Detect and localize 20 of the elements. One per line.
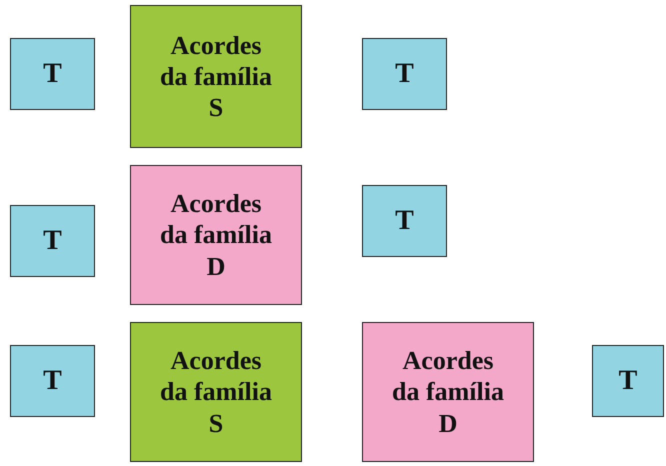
tonic-box [362, 185, 447, 257]
chord-family-box [130, 322, 302, 462]
chord-family-box [362, 322, 534, 462]
box-label: Acordes da família S [159, 345, 273, 439]
chord-symbol: T [43, 364, 62, 398]
box-label: Acordes da família S [159, 30, 273, 124]
chord-symbol: T [618, 364, 638, 398]
chord-symbol: T [395, 204, 414, 238]
tonic-box [10, 205, 95, 277]
tonic-box [592, 345, 664, 417]
tonic-box [10, 345, 95, 417]
chord-family-box [130, 5, 302, 148]
chord-symbol: T [395, 57, 414, 91]
chord-symbol: T [43, 224, 62, 258]
box-label: Acordes da família D [159, 188, 273, 282]
chord-family-box [130, 165, 302, 305]
chord-symbol: T [43, 57, 62, 91]
tonic-box [10, 38, 95, 110]
tonic-box [362, 38, 447, 110]
box-label: Acordes da família D [391, 345, 505, 439]
